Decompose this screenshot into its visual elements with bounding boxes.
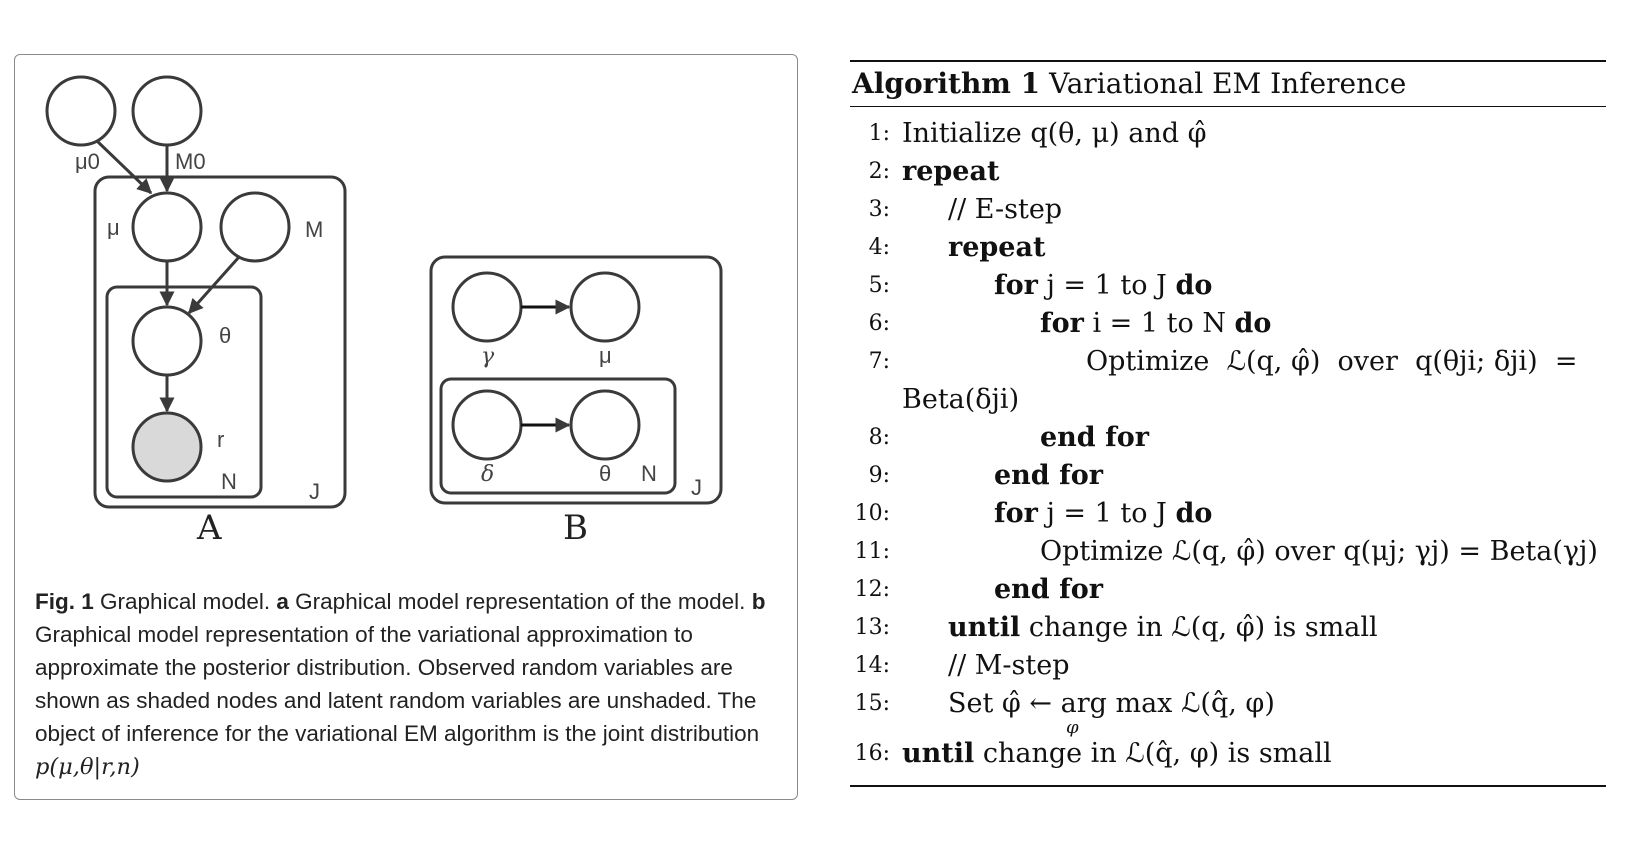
line-number: 7: xyxy=(868,349,890,374)
keyword-end-for: end for xyxy=(994,574,1103,605)
label-r: r xyxy=(217,427,224,452)
keyword-repeat: repeat xyxy=(948,232,1046,263)
label-plate-J-a: J xyxy=(309,479,320,504)
node-mu0 xyxy=(45,75,117,147)
label-M: M xyxy=(305,217,323,242)
keyword-repeat: repeat xyxy=(902,156,1000,187)
label-delta: δ xyxy=(481,462,494,487)
line-number: 6: xyxy=(868,311,890,336)
title-rule xyxy=(850,106,1606,107)
line-number: 4: xyxy=(868,235,890,260)
line-content: Initialize q(θ, μ) and φ̂ xyxy=(902,118,1207,149)
keyword-for: for xyxy=(994,498,1038,529)
algorithm-title: Algorithm 1 Variational EM Inference xyxy=(850,62,1606,106)
node-M xyxy=(219,191,291,263)
edge-mu0-mu xyxy=(95,139,153,195)
top-rule xyxy=(850,60,1606,62)
node-mu xyxy=(131,191,203,263)
label-theta-b: θ xyxy=(599,461,611,486)
line-number: 9: xyxy=(868,463,890,488)
line-number: 3: xyxy=(868,197,890,222)
argmax-subscript: φ xyxy=(1066,717,1079,738)
figure-panel: μ0 M0 μ M θ r N J A γ μ δ θ N J B Fig. 1… xyxy=(14,54,798,800)
figure-caption: Fig. 1 Graphical model. a Graphical mode… xyxy=(35,585,785,784)
line-number: 12: xyxy=(854,577,890,602)
line-content: // E-step xyxy=(948,194,1063,225)
line-content: Optimize ℒ(q, φ̂) over q(θji; δji) = xyxy=(1086,346,1578,377)
algorithm-label: Algorithm 1 xyxy=(852,67,1041,100)
algorithm-box: Algorithm 1 Variational EM Inference 1: … xyxy=(850,60,1606,787)
line-number: 14: xyxy=(854,653,890,678)
line-content: Optimize ℒ(q, φ̂) over q(μj; γj) = Beta(… xyxy=(1040,536,1598,567)
line-content: Set φ̂ ← arg max ℒ(q̂, φ) xyxy=(948,688,1275,719)
label-M0: M0 xyxy=(175,149,206,174)
node-mu-b xyxy=(569,271,641,343)
line-content: change in ℒ(q, φ̂) is small xyxy=(1028,612,1378,643)
keyword-for: for xyxy=(994,270,1038,301)
line-number: 1: xyxy=(868,121,890,146)
node-theta xyxy=(131,305,203,377)
algorithm-title-text: Variational EM Inference xyxy=(1049,67,1407,100)
caption-title: Graphical model. xyxy=(100,589,271,614)
keyword-until: until xyxy=(902,738,975,769)
label-plate-N-a: N xyxy=(221,469,237,494)
line-content: j = 1 to J xyxy=(1046,270,1167,301)
panel-label-b: B xyxy=(563,508,588,548)
line-number: 16: xyxy=(854,741,890,766)
line-content: // M-step xyxy=(948,650,1070,681)
node-r-observed xyxy=(131,411,203,483)
line-number: 2: xyxy=(868,159,890,184)
plate-J-a xyxy=(93,175,347,509)
caption-b-label: b xyxy=(751,589,766,614)
bottom-rule xyxy=(850,785,1606,787)
line-number: 11: xyxy=(854,539,890,564)
caption-a-text: Graphical model representation of the mo… xyxy=(295,589,746,614)
label-mu-b: μ xyxy=(599,343,612,368)
graphical-model-figure: μ0 M0 μ M θ r N J A γ μ δ θ N J B xyxy=(45,75,723,548)
plate-N-b xyxy=(439,377,677,495)
caption-b-text: Graphical model representation of the va… xyxy=(35,622,760,746)
label-gamma: γ xyxy=(481,344,495,369)
label-plate-J-b: J xyxy=(691,475,702,500)
label-plate-N-b: N xyxy=(641,461,657,486)
keyword-end-for: end for xyxy=(994,460,1103,491)
keyword-until: until xyxy=(948,612,1021,643)
label-mu: μ xyxy=(107,215,120,240)
node-theta-b xyxy=(569,389,641,461)
keyword-end-for: end for xyxy=(1040,422,1149,453)
line-content: j = 1 to J xyxy=(1046,498,1167,529)
line-content: change in ℒ(q̂, φ) is small xyxy=(982,738,1332,769)
node-M0 xyxy=(131,75,203,147)
keyword-do: do xyxy=(1234,308,1272,339)
plate-N-a xyxy=(105,285,263,499)
edge-M-theta xyxy=(187,256,241,315)
line-number: 15: xyxy=(854,691,890,716)
caption-fig-label: Fig. 1 xyxy=(35,589,94,614)
line-number: 13: xyxy=(854,615,890,640)
node-gamma xyxy=(451,271,523,343)
line-number: 8: xyxy=(868,425,890,450)
algorithm-body: 1: Initialize q(θ, μ) and φ̂ 2: repeat 3… xyxy=(850,107,1606,769)
line-number: 10: xyxy=(854,501,890,526)
caption-a-label: a xyxy=(276,589,289,614)
caption-formula: p(μ,θ|r,n) xyxy=(35,754,140,780)
line-content: Beta(δji) xyxy=(902,384,1020,415)
label-mu0: μ0 xyxy=(75,149,100,174)
panel-label-a: A xyxy=(196,508,222,548)
line-content: i = 1 to N xyxy=(1092,308,1226,339)
node-delta xyxy=(451,389,523,461)
label-theta: θ xyxy=(219,323,231,348)
keyword-for: for xyxy=(1040,308,1084,339)
keyword-do: do xyxy=(1175,498,1213,529)
line-number: 5: xyxy=(868,273,890,298)
keyword-do: do xyxy=(1175,270,1213,301)
plate-J-b xyxy=(429,255,723,505)
